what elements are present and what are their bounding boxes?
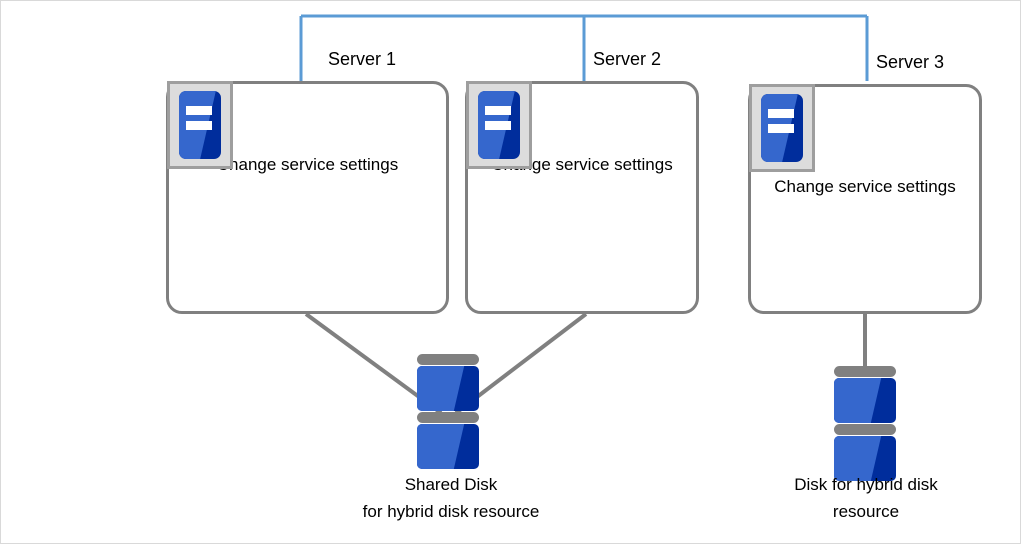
server3-disk-block-top	[834, 378, 896, 423]
server-icon-bar-bottom-1	[185, 120, 212, 130]
server3-disk-cap-middle	[834, 424, 896, 435]
server-icon-2	[466, 81, 532, 169]
server-icon-1	[167, 81, 233, 169]
shared-disk-cap-middle	[417, 412, 479, 423]
server-icon-chip-1	[179, 91, 221, 159]
server-body-text-3: Change service settings	[774, 177, 956, 196]
server3-disk-cap-top	[834, 366, 896, 377]
server-label-3: Server 3	[876, 52, 945, 72]
server-body-text-1: Change service settings	[216, 155, 399, 174]
server-label-2: Server 2	[593, 49, 662, 69]
server3-disk-caption: Disk for hybrid disk resource	[794, 475, 938, 521]
shared-disk-caption: Shared Disk for hybrid disk resource	[362, 475, 540, 521]
server-icon-bar-bottom-3	[767, 123, 794, 133]
shared-disk-block-top	[417, 366, 479, 411]
server-box-3[interactable]: Change service settings	[748, 84, 982, 314]
shared-disk-cap-top	[417, 354, 479, 365]
server-icon-inner-2	[469, 84, 529, 166]
server-body-text-2: Change service settings	[491, 155, 673, 174]
network-bus	[299, 14, 869, 81]
server-icon-chip-2	[478, 91, 520, 159]
server-icon-bar-top-1	[185, 105, 212, 115]
server-icon-bar-top-2	[484, 105, 511, 115]
server-icon-bar-top-3	[767, 108, 794, 118]
server-label-1: Server 1	[328, 49, 397, 69]
server3-disk-icon[interactable]	[834, 366, 896, 482]
server-icon-bar-bottom-2	[484, 120, 511, 130]
server-icon-inner-1	[170, 84, 230, 166]
shared-disk-icon[interactable]	[417, 354, 479, 470]
server3-disk-block-bottom	[834, 436, 896, 481]
server-icon-inner-3	[752, 87, 812, 169]
disk-connectors	[304, 312, 867, 415]
shared-disk-block-bottom	[417, 424, 479, 469]
server-icon-chip-3	[761, 94, 803, 162]
server-box-1[interactable]: Change service settings	[166, 81, 449, 314]
server-icon-3	[749, 84, 815, 172]
